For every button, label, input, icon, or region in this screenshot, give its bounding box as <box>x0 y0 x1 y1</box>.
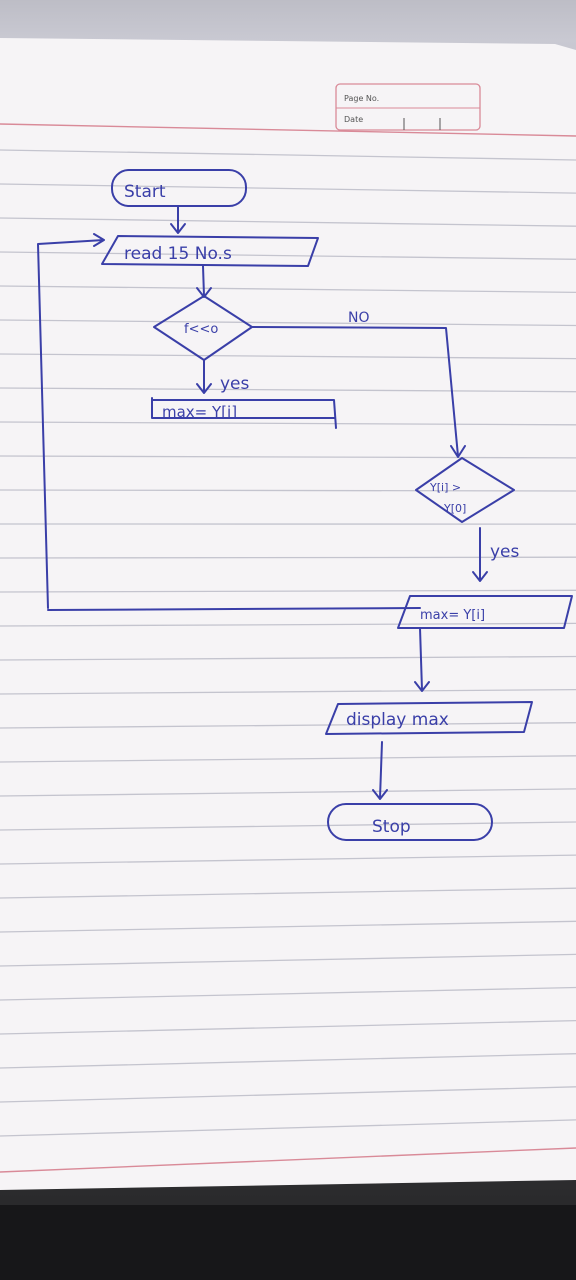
ruled-line <box>0 986 576 1001</box>
assign2-label: max= Y[i] <box>420 608 485 623</box>
ruled-line <box>0 589 576 593</box>
loop-back-arrow <box>37 233 105 609</box>
ruled-line <box>0 854 576 865</box>
ruled-line <box>0 821 576 831</box>
ruled-line <box>0 387 576 393</box>
ruled-line <box>0 489 576 492</box>
read-label: read 15 No.s <box>124 244 232 264</box>
ruled-line <box>0 251 576 260</box>
ruled-line <box>0 421 576 426</box>
condition2-line2: Y[0] <box>443 502 466 515</box>
stop-label: Stop <box>372 817 411 837</box>
bottom-margin-line <box>0 1147 576 1173</box>
yes2-label: yes <box>490 542 520 562</box>
page-no-label: Page No. <box>344 94 379 103</box>
stop-terminal <box>327 803 493 841</box>
start-label: Start <box>124 182 166 202</box>
table-surface <box>0 1205 576 1280</box>
ruled-line <box>0 722 576 729</box>
date-label: Date <box>344 115 363 124</box>
ruled-line <box>0 1086 576 1103</box>
ruled-line <box>0 887 576 899</box>
decision2-diamond <box>415 457 515 523</box>
ruled-line <box>0 755 576 763</box>
assign2-io-box <box>397 595 573 629</box>
ruled-line <box>0 455 576 459</box>
yes1-label: yes <box>220 374 250 394</box>
display-label: display max <box>346 710 449 730</box>
ruled-line <box>0 1053 576 1069</box>
ruled-line <box>0 953 576 967</box>
ruled-line <box>0 149 576 161</box>
ruled-line <box>0 1019 576 1035</box>
arrow-yes2 <box>472 527 488 582</box>
ruled-line <box>0 920 576 933</box>
ruled-line <box>0 788 576 797</box>
assign1-label: max= Y[i] <box>162 403 237 421</box>
ruled-lines <box>0 149 576 1137</box>
ruled-line <box>0 183 576 194</box>
arrow-display-stop <box>372 741 388 800</box>
flowchart <box>37 169 573 841</box>
no-branch-arrow <box>251 326 466 458</box>
assign1-box <box>151 397 337 429</box>
loop-bottom-line <box>47 607 421 611</box>
top-margin-line <box>0 123 576 137</box>
page-date-box: Page No. Date <box>335 83 481 131</box>
condition1-label: f<<o <box>184 322 218 337</box>
arrow-assign2-display <box>414 627 430 692</box>
arrow-start-read <box>170 205 186 234</box>
paper-sheet <box>0 38 576 1190</box>
ruled-line <box>0 319 576 327</box>
ruled-line <box>0 655 576 661</box>
no-label: NO <box>348 310 370 326</box>
condition2-line1: Y[i] > <box>429 481 461 494</box>
ruled-line <box>0 285 576 294</box>
ruled-line <box>0 688 576 695</box>
ruled-line <box>0 353 576 360</box>
ruled-line <box>0 217 576 227</box>
read-io-box <box>101 235 319 267</box>
ruled-line <box>0 1119 576 1137</box>
arrow-yes1 <box>196 359 212 394</box>
ruled-line <box>0 622 576 627</box>
display-io-box <box>325 701 533 735</box>
